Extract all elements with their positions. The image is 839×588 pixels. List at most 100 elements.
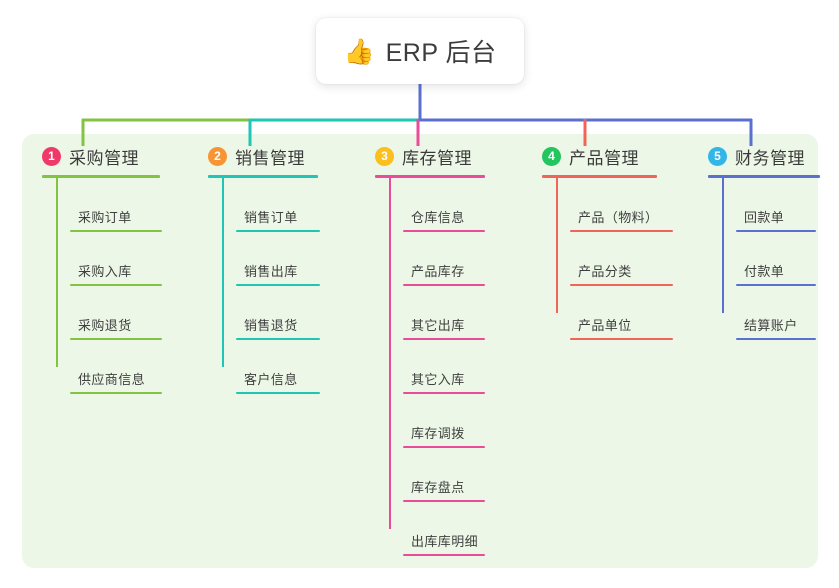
leaf-node-label: 销售出库 [244, 264, 298, 279]
branch-title: 采购管理 [69, 148, 139, 168]
leaf-node-label: 产品单位 [578, 318, 632, 333]
leaf-node-label: 销售退货 [244, 318, 298, 333]
branch-underline [208, 175, 318, 178]
leaf-node-label: 其它出库 [411, 318, 465, 333]
branch-spine [56, 178, 58, 367]
branch-underline [42, 175, 160, 178]
leaf-node-label: 结算账户 [744, 318, 798, 333]
leaf-node-label: 库存调拨 [411, 426, 465, 441]
leaf-node[interactable]: 采购订单 [70, 178, 162, 232]
leaf-node-underline [736, 284, 816, 286]
leaf-node-underline [403, 284, 485, 286]
leaf-node-underline [736, 338, 816, 340]
leaf-node[interactable]: 产品单位 [570, 286, 673, 340]
leaf-node-underline [570, 338, 673, 340]
leaf-node-underline [236, 230, 320, 232]
branch-underline [708, 175, 820, 178]
branch-leaf-list: 仓库信息产品库存其它出库其它入库库存调拨库存盘点出库库明细 [389, 178, 485, 556]
leaf-node[interactable]: 出库库明细 [403, 502, 485, 556]
leaf-node-underline [70, 338, 162, 340]
leaf-node[interactable]: 仓库信息 [403, 178, 485, 232]
leaf-node[interactable]: 产品库存 [403, 232, 485, 286]
leaf-node[interactable]: 客户信息 [236, 340, 320, 394]
branch-number-badge: 4 [542, 146, 561, 166]
leaf-node[interactable]: 销售出库 [236, 232, 320, 286]
branch-number-badge: 1 [42, 146, 61, 166]
leaf-node-label: 付款单 [744, 264, 785, 279]
leaf-node-underline [236, 284, 320, 286]
leaf-node[interactable]: 采购退货 [70, 286, 162, 340]
leaf-node[interactable]: 结算账户 [736, 286, 820, 340]
leaf-node-underline [236, 392, 320, 394]
branch-leaf-list: 回款单付款单结算账户 [722, 178, 820, 340]
branch-leaf-list: 销售订单销售出库销售退货客户信息 [222, 178, 320, 394]
branch-spine [556, 178, 558, 313]
branch-header-4[interactable]: 4 产品管理 [542, 144, 673, 168]
leaf-node-label: 客户信息 [244, 372, 298, 387]
leaf-node-label: 出库库明细 [411, 534, 479, 549]
branch-leaf-list: 产品（物料） 产品分类产品单位 [556, 178, 673, 340]
branch-spine [222, 178, 224, 367]
branch-header-1[interactable]: 1 采购管理 [42, 144, 162, 168]
branch-title: 销售管理 [235, 148, 305, 168]
branch-header-3[interactable]: 3 库存管理 [375, 144, 485, 168]
leaf-node-label: 销售订单 [244, 210, 298, 225]
leaf-node-underline [70, 284, 162, 286]
root-node-title: ERP 后台 [385, 39, 497, 67]
leaf-node-label: 回款单 [744, 210, 785, 225]
leaf-node-label: 采购入库 [78, 264, 132, 279]
leaf-node-underline [70, 230, 162, 232]
branch-number-badge: 5 [708, 146, 727, 166]
leaf-node[interactable]: 库存盘点 [403, 448, 485, 502]
branch-title: 财务管理 [735, 148, 805, 168]
leaf-node[interactable]: 其它入库 [403, 340, 485, 394]
leaf-node-underline [70, 392, 162, 394]
leaf-node-underline [570, 230, 673, 232]
leaf-node-underline [403, 392, 485, 394]
leaf-node-label: 采购订单 [78, 210, 132, 225]
leaf-node-underline [403, 230, 485, 232]
branch-column-2: 2 销售管理销售订单销售出库销售退货客户信息 [208, 144, 320, 394]
leaf-node-underline [403, 554, 485, 556]
branch-column-5: 5 财务管理回款单付款单结算账户 [708, 144, 820, 340]
branch-column-1: 1 采购管理采购订单采购入库采购退货供应商信息 [42, 144, 162, 394]
branch-number-badge: 3 [375, 146, 394, 166]
leaf-node[interactable]: 库存调拨 [403, 394, 485, 448]
leaf-node-label: 产品（物料） [578, 210, 659, 225]
branch-header-2[interactable]: 2 销售管理 [208, 144, 320, 168]
leaf-node[interactable]: 产品（物料） [570, 178, 673, 232]
branch-title: 库存管理 [402, 148, 472, 168]
leaf-node[interactable]: 供应商信息 [70, 340, 162, 394]
leaf-node-underline [236, 338, 320, 340]
leaf-node-label: 产品分类 [578, 264, 632, 279]
leaf-node-underline [570, 284, 673, 286]
leaf-node-underline [403, 446, 485, 448]
branch-underline [375, 175, 485, 178]
thumbs-up-icon: 👍 [343, 37, 375, 66]
leaf-node-label: 供应商信息 [78, 372, 146, 387]
leaf-node[interactable]: 付款单 [736, 232, 820, 286]
leaf-node[interactable]: 产品分类 [570, 232, 673, 286]
branch-leaf-list: 采购订单采购入库采购退货供应商信息 [56, 178, 162, 394]
root-node-card[interactable]: 👍 ERP 后台 [316, 18, 524, 84]
branch-title: 产品管理 [569, 148, 639, 168]
branch-number-badge: 2 [208, 146, 227, 166]
branch-spine [722, 178, 724, 313]
leaf-node[interactable]: 销售订单 [236, 178, 320, 232]
leaf-node-underline [403, 500, 485, 502]
branch-column-3: 3 库存管理仓库信息产品库存其它出库其它入库库存调拨库存盘点出库库明细 [375, 144, 485, 556]
leaf-node-label: 采购退货 [78, 318, 132, 333]
branch-spine [389, 178, 391, 529]
leaf-node[interactable]: 回款单 [736, 178, 820, 232]
branch-underline [542, 175, 657, 178]
branch-header-5[interactable]: 5 财务管理 [708, 144, 820, 168]
leaf-node[interactable]: 采购入库 [70, 232, 162, 286]
branch-column-4: 4 产品管理产品（物料） 产品分类产品单位 [542, 144, 673, 340]
leaf-node-label: 仓库信息 [411, 210, 465, 225]
leaf-node[interactable]: 其它出库 [403, 286, 485, 340]
leaf-node-underline [736, 230, 816, 232]
leaf-node-underline [403, 338, 485, 340]
leaf-node[interactable]: 销售退货 [236, 286, 320, 340]
leaf-node-label: 库存盘点 [411, 480, 465, 495]
leaf-node-label: 其它入库 [411, 372, 465, 387]
